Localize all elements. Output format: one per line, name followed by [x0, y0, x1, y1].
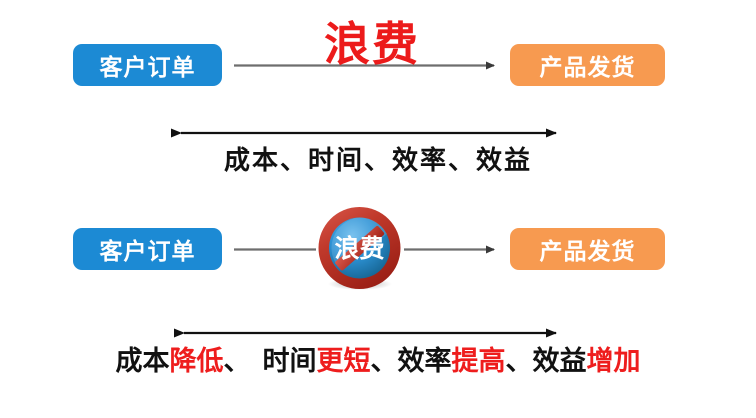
- caption-segment: 、: [223, 346, 251, 377]
- top-target-box[interactable]: 产品发货: [510, 44, 665, 86]
- caption-segment: 增加: [586, 346, 641, 377]
- caption-segment: 成本: [115, 346, 170, 377]
- caption-segment: 降低: [169, 346, 224, 377]
- caption-segment: 效率: [397, 346, 452, 377]
- caption-segment: 时间: [262, 346, 317, 377]
- caption-segment: 、: [505, 346, 533, 377]
- bottom-target-box[interactable]: 产品发货: [510, 228, 665, 270]
- caption-segment: 、: [370, 346, 398, 377]
- no-entry-icon: 浪费: [313, 206, 406, 290]
- top-caption-text: 成本、时间、效率、效益: [223, 146, 532, 176]
- bottom-caption-text: 成本降低、时间更短、效率提高、效益增加: [0, 339, 756, 378]
- caption-segment: 效益: [532, 346, 587, 377]
- top-source-box[interactable]: 客户订单: [73, 44, 222, 86]
- badge-waste-label: 浪费: [334, 234, 384, 263]
- top-waste-label: 浪费: [324, 17, 420, 71]
- bottom-source-box[interactable]: 客户订单: [73, 228, 222, 270]
- caption-segment: 提高: [451, 346, 506, 377]
- caption-segment: 更短: [316, 346, 371, 377]
